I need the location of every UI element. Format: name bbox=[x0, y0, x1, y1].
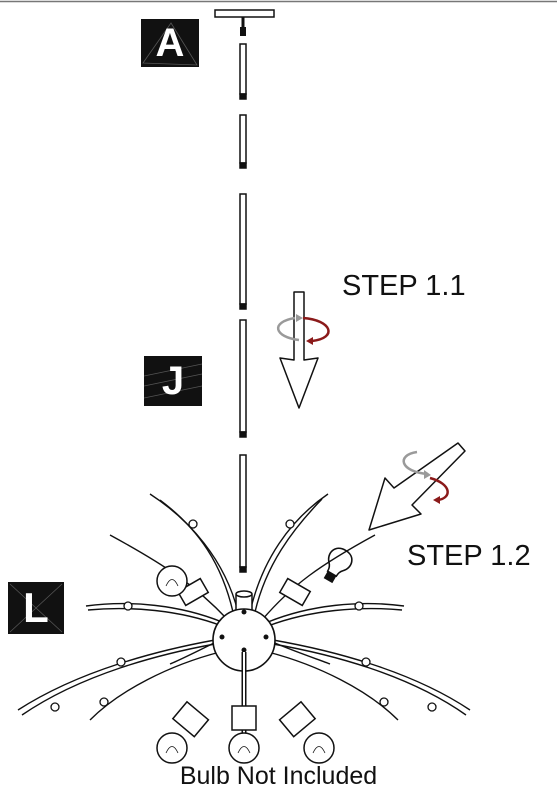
step-1-1-label: STEP 1.1 bbox=[342, 270, 466, 302]
chandelier-icon bbox=[17, 493, 471, 721]
part-a-letter: A bbox=[155, 21, 185, 65]
light-bulb-icon bbox=[323, 547, 353, 584]
rotate-arrow-icon bbox=[402, 450, 449, 504]
diagonal-arrow-icon bbox=[368, 442, 466, 531]
down-arrow-icon bbox=[279, 291, 319, 409]
canopy-icon bbox=[214, 9, 275, 36]
part-j-letter: J bbox=[161, 359, 185, 403]
chandelier-bulbs bbox=[156, 565, 335, 764]
rod-icon bbox=[239, 43, 247, 573]
bulb-not-included-label: Bulb Not Included bbox=[179, 762, 378, 790]
badge-texture bbox=[9, 583, 63, 633]
rotate-arrow-icon bbox=[276, 314, 330, 345]
part-label-j: J bbox=[144, 356, 202, 406]
part-label-l: L bbox=[8, 582, 64, 634]
part-l-letter: L bbox=[23, 584, 49, 631]
part-label-a: A bbox=[141, 19, 199, 67]
badge-texture bbox=[144, 363, 202, 399]
badge-texture bbox=[142, 22, 198, 66]
chandelier-rings bbox=[50, 519, 437, 712]
step-1-2-label: STEP 1.2 bbox=[407, 540, 531, 572]
